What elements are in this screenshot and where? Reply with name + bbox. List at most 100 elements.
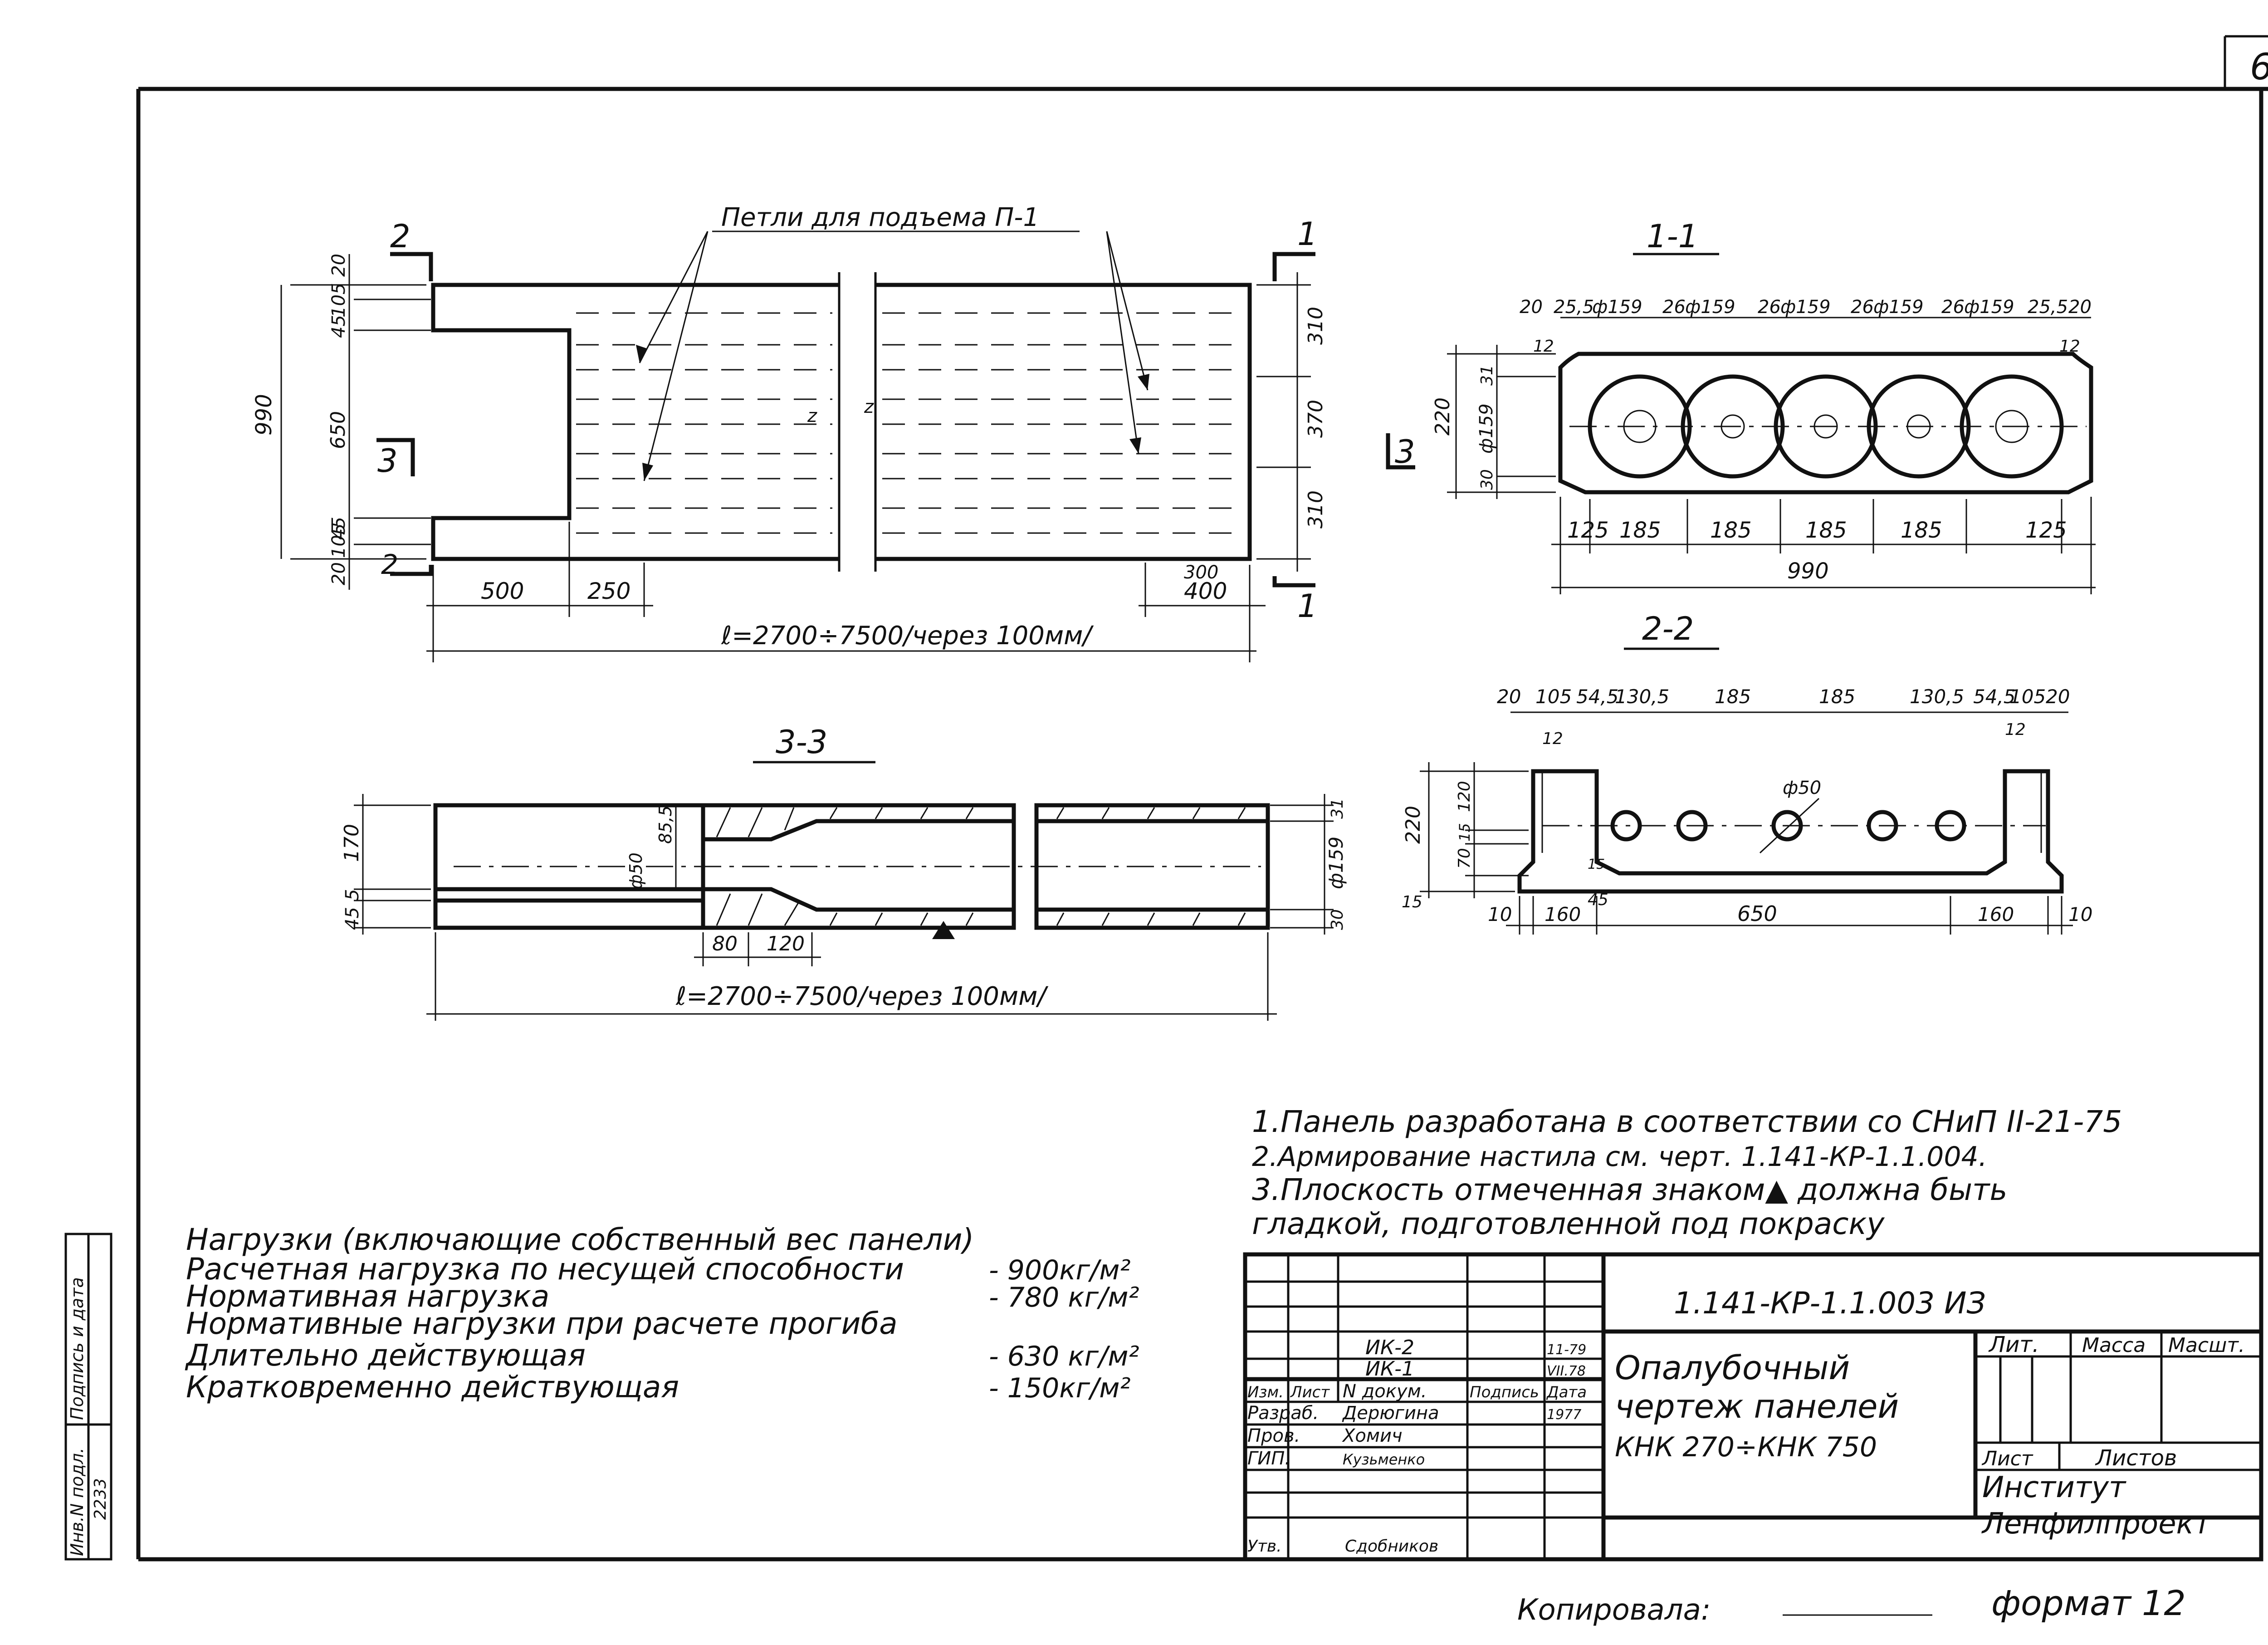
section-3-3: 3-3 [340,724,1347,1021]
section-1-1-width: 990 [1787,558,1829,584]
stamp-label-signature: Подпись и дата [67,1277,87,1420]
svg-text:Лист: Лист [1981,1447,2033,1470]
plan-view: Петли для подъема П-1 [251,203,1415,662]
svg-text:ф159: ф159 [1325,837,1347,889]
svg-text:310: 310 [1304,307,1327,345]
svg-text:3: 3 [1395,433,1415,470]
svg-text:Сдобников: Сдобников [1345,1537,1438,1556]
svg-text:26: 26 [1941,297,1965,318]
loads-title: Нагрузки (включающие собственный вес пан… [186,1222,974,1257]
svg-text:185: 185 [1619,518,1661,543]
organization-line-2: Ленфилпроект [1981,1507,2211,1541]
svg-text:5: 5 [342,889,363,901]
svg-text:10: 10 [2068,903,2092,925]
svg-text:20: 20 [1520,297,1543,318]
title-code: 1.141-КР-1.1.003 ИЗ [1674,1286,1986,1321]
svg-text:ф50: ф50 [1783,778,1821,798]
svg-text:54,5: 54,5 [1576,685,1619,708]
svg-text:25,5: 25,5 [2028,297,2068,318]
svg-text:500: 500 [481,578,524,604]
svg-text:26: 26 [1662,297,1686,318]
svg-text:185: 185 [1819,685,1855,708]
svg-text:2: 2 [381,549,398,581]
svg-text:ф159: ф159 [1592,297,1642,318]
svg-text:185: 185 [1710,518,1752,543]
svg-text:130,5: 130,5 [1615,685,1669,708]
svg-text:Листов: Листов [2095,1445,2177,1471]
svg-text:1977: 1977 [1547,1407,1581,1423]
format-label: формат 12 [1991,1583,2186,1623]
smooth-surface-mark [932,921,955,939]
footer: Копировала: формат 12 [1517,1583,2186,1627]
copied-by-label: Копировала: [1517,1593,1711,1627]
drawing-title-line-2: чертеж панелей [1615,1387,1899,1425]
svg-text:Нормативная нагрузка: Нормативная нагрузка [186,1279,549,1314]
svg-text:ф50: ф50 [626,852,646,889]
svg-text:300: 300 [1184,562,1218,583]
side-stamp: Инв.N подл. Подпись и дата 2233 [64,1233,112,1561]
drawing-title-line-3: КНК 270÷КНК 750 [1615,1431,1877,1463]
svg-text:20: 20 [2046,685,2070,708]
svg-text:20: 20 [328,562,349,585]
svg-text:45: 45 [1588,891,1608,909]
svg-text:ф159: ф159 [1685,297,1735,318]
svg-text:26: 26 [1851,297,1874,318]
plan-break-mark-1: z [807,406,817,426]
svg-text:Подпись: Подпись [1470,1383,1539,1401]
svg-text:15: 15 [1588,857,1605,872]
svg-text:ф159: ф159 [1780,297,1831,318]
svg-text:12: 12 [1542,729,1563,748]
svg-text:400: 400 [1184,578,1227,604]
svg-text:26: 26 [1758,297,1781,318]
svg-text:Кратковременно действующая: Кратковременно действующая [186,1370,679,1405]
section-3-3-length: ℓ=2700÷7500/через 100мм/ [675,982,1048,1011]
svg-text:20: 20 [2068,297,2092,318]
svg-text:220: 220 [1431,397,1454,436]
svg-text:12: 12 [2059,337,2080,356]
svg-text:Хомич: Хомич [1342,1425,1403,1446]
svg-text:Изм.: Изм. [1247,1383,1284,1401]
section-mark-2-bottom: 2 [381,549,433,581]
svg-text:220: 220 [1402,806,1425,844]
svg-text:45: 45 [328,315,349,338]
plan-voids [576,312,1243,534]
section-3-3-hatch [716,807,1246,926]
svg-text:3: 3 [377,442,398,480]
plan-break-mark-2: z [864,397,874,417]
svg-text:105: 105 [328,524,349,558]
svg-text:12: 12 [2005,720,2026,739]
svg-text:- 780 кг/м²: - 780 кг/м² [989,1282,1139,1313]
svg-text:Масса: Масса [2082,1334,2146,1357]
svg-text:105: 105 [328,283,349,318]
section-2-2-title: 2-2 [1642,610,1694,647]
svg-text:10: 10 [1488,903,1512,925]
section-1-1-title: 1-1 [1647,218,1698,255]
sheet-number: 6 [2250,46,2268,88]
svg-text:Лист: Лист [1290,1383,1330,1401]
svg-text:185: 185 [1901,518,1942,543]
svg-text:ИК-2: ИК-2 [1365,1336,1414,1359]
svg-text:70: 70 [1455,848,1474,869]
svg-text:- 900кг/м²: - 900кг/м² [989,1254,1131,1286]
stamp-number: 2233 [91,1478,110,1520]
svg-text:Утв.: Утв. [1247,1537,1282,1556]
svg-text:Масшт.: Масшт. [2168,1334,2245,1357]
plan-loop-label: Петли для подъема П-1 [721,203,1039,232]
svg-text:Расчетная нагрузка по несущей: Расчетная нагрузка по несущей способност… [186,1252,904,1287]
svg-text:20: 20 [328,254,349,277]
organization-line-1: Институт [1982,1471,2126,1504]
svg-text:120: 120 [1455,781,1474,812]
svg-text:160: 160 [1978,903,2014,925]
svg-text:11-79: 11-79 [1547,1342,1586,1358]
svg-text:130,5: 130,5 [1910,685,1964,708]
svg-text:31: 31 [1478,365,1496,386]
svg-text:160: 160 [1545,903,1581,925]
svg-text:ИК-1: ИК-1 [1365,1357,1414,1381]
svg-text:85,5: 85,5 [655,805,675,844]
section-1-1-voids [1569,374,2087,479]
svg-text:Длительно действующая: Длительно действующая [185,1338,586,1373]
svg-text:2: 2 [390,218,411,255]
section-1-1: 1-1 20 25,5 ф159 26 ф159 26 ф159 26 ф159… [1431,218,2096,594]
